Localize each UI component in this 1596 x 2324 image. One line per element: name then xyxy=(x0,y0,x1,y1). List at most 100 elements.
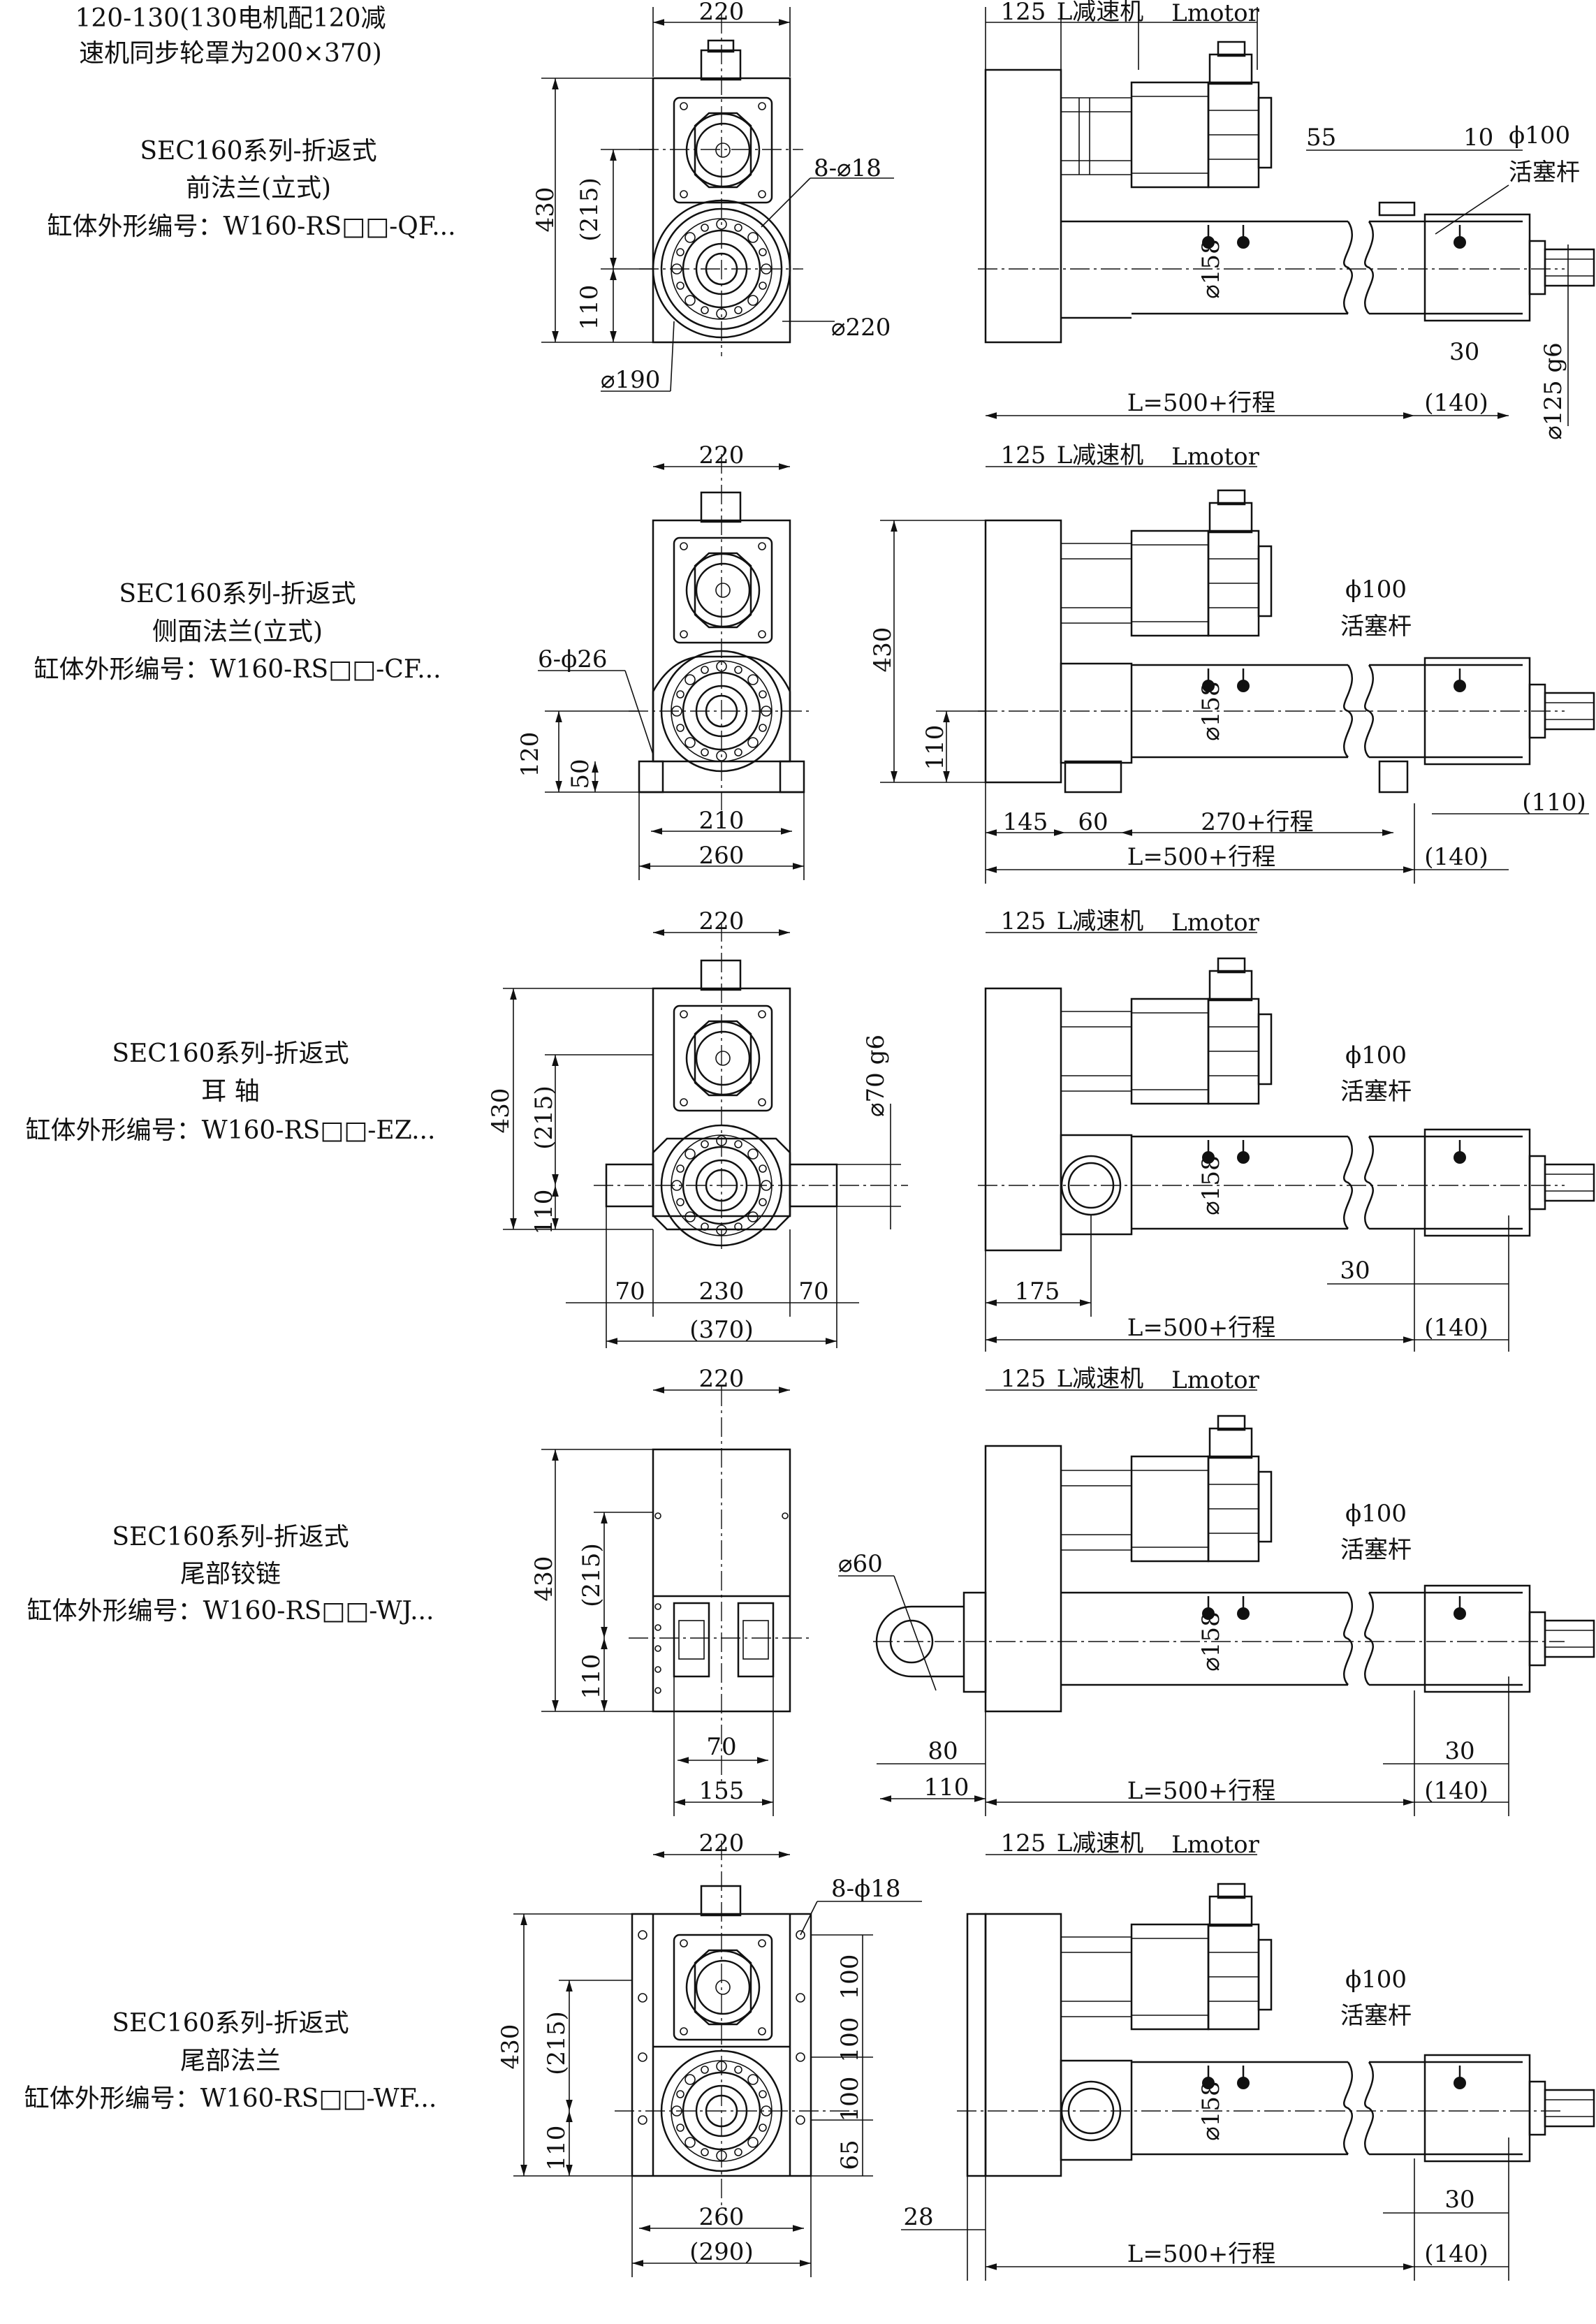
s5-h430: 430 xyxy=(497,2024,525,2070)
s5-d125: 125 xyxy=(1001,1829,1046,1857)
s1-d220: ⌀220 xyxy=(831,314,891,342)
s4-lmotor: Lmotor xyxy=(1171,1366,1259,1394)
section4-side-view xyxy=(873,1415,1595,1713)
s3-rodlabel: 活塞杆 xyxy=(1340,1078,1412,1106)
s3-h215: (215) xyxy=(530,1086,558,1149)
s1-rod: ϕ100 xyxy=(1509,122,1570,149)
s4-h110: 110 xyxy=(578,1654,606,1700)
s5-lmotor: Lmotor xyxy=(1171,1831,1259,1859)
s2-h120: 120 xyxy=(516,732,544,777)
s1-lmotor: Lmotor xyxy=(1171,0,1259,27)
section2-name: SEC160系列-折返式 xyxy=(119,580,356,608)
section2-code: 缸体外形编号：W160-RS□□-CF... xyxy=(34,655,441,684)
s3-h430: 430 xyxy=(487,1088,515,1134)
section1-mount: 前法兰(立式) xyxy=(185,174,332,203)
section4-name: SEC160系列-折返式 xyxy=(112,1523,349,1551)
section4-front-view xyxy=(629,1387,810,1781)
note-line2: 速机同步轮罩为200×370) xyxy=(79,39,382,68)
s1-rodlabel: 活塞杆 xyxy=(1509,159,1580,187)
s3-pin: ⌀70 g6 xyxy=(862,1035,890,1117)
s3-w220: 220 xyxy=(699,907,745,935)
s4-stroke: L=500+行程 xyxy=(1127,1777,1275,1805)
section1-side-view xyxy=(978,41,1595,344)
s3-ext140: (140) xyxy=(1424,1314,1488,1342)
s1-w220: 220 xyxy=(699,0,745,26)
s5-holes: 8-ϕ18 xyxy=(831,1875,901,1903)
section3-name: SEC160系列-折返式 xyxy=(112,1039,349,1068)
s5-stroke: L=500+行程 xyxy=(1127,2240,1275,2268)
s1-h110: 110 xyxy=(576,285,603,330)
s3-d30: 30 xyxy=(1340,1257,1370,1285)
s2-holes: 6-ϕ26 xyxy=(538,645,608,673)
s1-d190: ⌀190 xyxy=(601,366,660,394)
s4-d60: ⌀60 xyxy=(838,1550,883,1578)
s4-ext140: (140) xyxy=(1424,1777,1488,1805)
s4-w70: 70 xyxy=(706,1733,736,1761)
s4-d110: 110 xyxy=(924,1774,969,1802)
s4-d80: 80 xyxy=(928,1737,958,1765)
s2-rod: ϕ100 xyxy=(1345,576,1407,604)
s2-lreducer: L减速机 xyxy=(1057,441,1144,469)
s4-w155: 155 xyxy=(699,1777,745,1805)
section3-side-view xyxy=(978,957,1595,1252)
s5-h215: (215) xyxy=(543,2011,571,2075)
s5-v65: 65 xyxy=(836,2140,864,2170)
section3-code: 缸体外形编号：W160-RS□□-EZ... xyxy=(25,1116,436,1145)
s1-h215: (215) xyxy=(576,177,603,241)
s2-ext140: (140) xyxy=(1424,843,1488,871)
s1-holes: 8-⌀18 xyxy=(814,154,881,182)
s4-d30: 30 xyxy=(1444,1737,1474,1765)
s1-rodfit: ⌀125 g6 xyxy=(1539,342,1567,440)
s2-w260: 260 xyxy=(699,842,745,870)
section5-name: SEC160系列-折返式 xyxy=(112,2009,349,2038)
s3-d125: 125 xyxy=(1001,907,1046,935)
s3-rod: ϕ100 xyxy=(1345,1042,1407,1069)
s1-d125: 125 xyxy=(1001,0,1046,26)
s4-rod: ϕ100 xyxy=(1345,1500,1407,1528)
section2-front-view xyxy=(629,454,810,810)
s3-w70a: 70 xyxy=(615,1278,645,1306)
s2-w210: 210 xyxy=(699,807,745,835)
s2-d110: (110) xyxy=(1522,789,1586,817)
s3-h110: 110 xyxy=(530,1190,558,1235)
s2-stroke: L=500+行程 xyxy=(1127,843,1275,871)
s2-h430: 430 xyxy=(869,627,897,673)
s1-d30: 30 xyxy=(1449,338,1479,366)
s3-dia158: ⌀158 xyxy=(1197,1155,1225,1215)
s5-w290: (290) xyxy=(689,2238,753,2266)
s5-v100b: 100 xyxy=(836,2017,864,2063)
s4-h215: (215) xyxy=(578,1543,606,1607)
section1-code: 缸体外形编号：W160-RS□□-QF... xyxy=(47,212,456,241)
s2-w220: 220 xyxy=(699,441,745,469)
section2-side-view xyxy=(978,489,1595,794)
s4-dia158: ⌀158 xyxy=(1197,1612,1225,1671)
s1-stroke: L=500+行程 xyxy=(1127,389,1275,417)
s5-ext140: (140) xyxy=(1424,2240,1488,2268)
s2-rodlabel: 活塞杆 xyxy=(1340,613,1412,641)
s2-lmotor: Lmotor xyxy=(1171,443,1259,471)
s5-v100a: 100 xyxy=(836,1954,864,2000)
section5-side-view xyxy=(957,1883,1595,2177)
s5-d28: 28 xyxy=(903,2203,933,2231)
s5-lreducer: L减速机 xyxy=(1057,1829,1144,1857)
s5-v100c: 100 xyxy=(836,2077,864,2122)
s3-d175: 175 xyxy=(1015,1278,1060,1306)
s5-w220: 220 xyxy=(699,1829,745,1857)
section1-name: SEC160系列-折返式 xyxy=(140,137,377,166)
s1-dia158: ⌀158 xyxy=(1197,239,1225,298)
s4-w220: 220 xyxy=(699,1365,745,1393)
s2-d60: 60 xyxy=(1078,808,1108,836)
s2-dia158: ⌀158 xyxy=(1197,681,1225,740)
section1-front-view xyxy=(541,7,894,392)
s3-w370: (370) xyxy=(689,1316,753,1344)
s3-lreducer: L减速机 xyxy=(1057,907,1144,935)
section5-mount: 尾部法兰 xyxy=(180,2047,281,2075)
s5-rod: ϕ100 xyxy=(1345,1966,1407,1994)
s5-h110: 110 xyxy=(543,2126,571,2171)
s4-d125: 125 xyxy=(1001,1365,1046,1393)
s1-d10: 10 xyxy=(1463,124,1493,152)
s3-lmotor: Lmotor xyxy=(1171,909,1259,937)
s4-lreducer: L减速机 xyxy=(1057,1365,1144,1393)
note-line1: 120-130(130电机配120减 xyxy=(75,4,386,33)
section5-code: 缸体外形编号：W160-RS□□-WF... xyxy=(24,2084,437,2113)
